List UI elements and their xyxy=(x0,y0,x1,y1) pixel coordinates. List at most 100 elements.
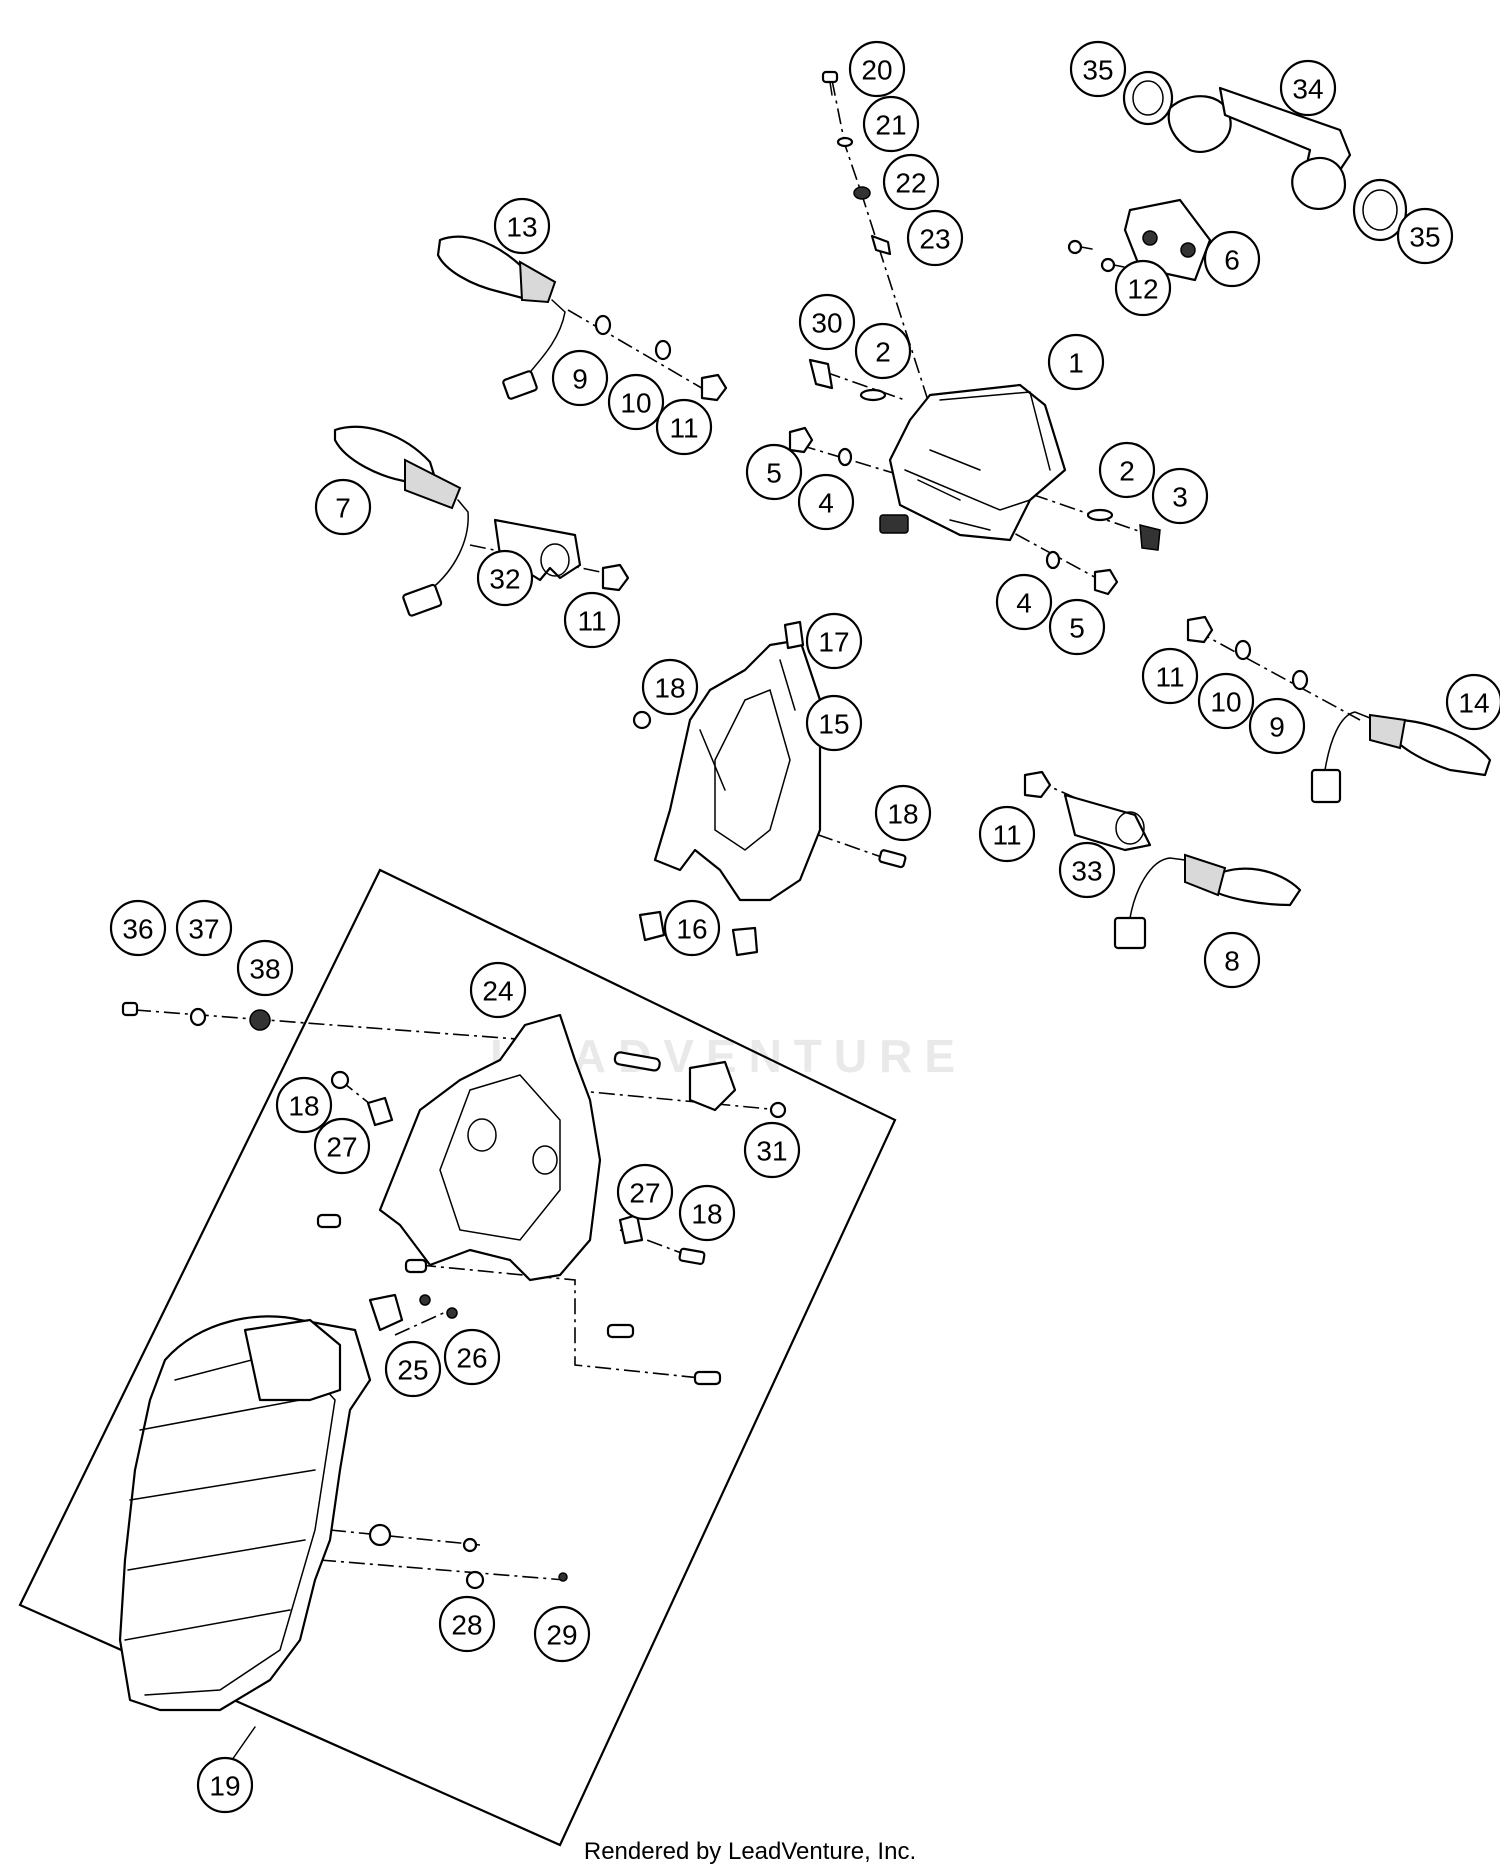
callout-circle xyxy=(854,322,912,380)
callout-circle xyxy=(1048,598,1106,656)
callout-circle xyxy=(469,961,527,1019)
callout-29: 29 xyxy=(533,1605,591,1663)
washer-4-right xyxy=(1045,550,1061,570)
callout-number: 18 xyxy=(654,673,685,704)
callout-circle xyxy=(1203,931,1261,989)
callout-circle xyxy=(563,591,621,649)
callout-number: 16 xyxy=(676,914,707,945)
grommet-38 xyxy=(249,1009,271,1031)
screw-18-upper xyxy=(330,1070,350,1090)
callout-circle xyxy=(384,1340,442,1398)
callout-36: 36 xyxy=(109,899,167,957)
screw-36 xyxy=(121,1001,139,1017)
callout-26: 26 xyxy=(443,1328,501,1386)
callout-circle xyxy=(862,95,920,153)
mount-6 xyxy=(1123,198,1212,282)
callout-number: 18 xyxy=(288,1091,319,1122)
washer-2-left xyxy=(859,388,887,402)
nut-5-right xyxy=(1093,568,1119,596)
callout-31: 31 xyxy=(743,1121,801,1179)
callout-number: 15 xyxy=(818,709,849,740)
callout-circle xyxy=(236,939,294,997)
connector-31 xyxy=(688,1060,787,1119)
callout-11: 11 xyxy=(978,805,1036,863)
callout-circle xyxy=(607,373,665,431)
pin-lower xyxy=(606,1323,635,1339)
callout-7: 7 xyxy=(314,478,372,536)
callout-number: 37 xyxy=(188,914,219,945)
callout-circle xyxy=(616,1163,674,1221)
callout-circle xyxy=(655,398,713,456)
screw-pin-bottom xyxy=(693,1370,722,1386)
callout-number: 29 xyxy=(546,1620,577,1651)
callout-circle xyxy=(1058,841,1116,899)
callout-circle xyxy=(313,1117,371,1175)
callout-circle xyxy=(641,658,699,716)
callout-6: 6 xyxy=(1203,230,1261,288)
callout-number: 10 xyxy=(1210,687,1241,718)
callout-5: 5 xyxy=(1048,598,1106,656)
callout-number: 20 xyxy=(861,55,892,86)
turn-signal-14 xyxy=(1310,711,1492,804)
callout-number: 35 xyxy=(1409,222,1440,253)
callout-18: 18 xyxy=(641,658,699,716)
headlight-19 xyxy=(118,1315,568,1712)
callout-circle xyxy=(1151,467,1209,525)
callout-number: 19 xyxy=(209,1771,240,1802)
callout-number: 5 xyxy=(1069,613,1085,644)
dashboard-1 xyxy=(879,383,1067,542)
washer-4-left xyxy=(837,447,853,467)
callout-number: 26 xyxy=(456,1343,487,1374)
callout-circle xyxy=(798,293,856,351)
cap-35-top xyxy=(1122,70,1174,126)
callout-18: 18 xyxy=(678,1184,736,1242)
callout-12: 12 xyxy=(1114,259,1172,317)
callout-circle xyxy=(805,612,863,670)
bushing-16-left xyxy=(638,910,666,942)
callout-37: 37 xyxy=(175,899,233,957)
callout-number: 22 xyxy=(895,168,926,199)
callout-number: 11 xyxy=(1155,662,1184,693)
callout-circle xyxy=(797,473,855,531)
callout-27: 27 xyxy=(313,1117,371,1175)
callout-18: 18 xyxy=(275,1076,333,1134)
callout-number: 30 xyxy=(811,308,842,339)
callout-number: 4 xyxy=(1016,588,1032,619)
callout-24: 24 xyxy=(469,961,527,1019)
screw-lower-mid xyxy=(404,1258,428,1274)
callout-10: 10 xyxy=(607,373,665,431)
screw-18-lower xyxy=(678,1247,706,1265)
callout-circle xyxy=(314,478,372,536)
callout-circle xyxy=(1203,230,1261,288)
callout-number: 10 xyxy=(620,388,651,419)
callout-circle xyxy=(476,549,534,607)
cap-35-right xyxy=(1352,178,1408,242)
callout-number: 23 xyxy=(919,224,950,255)
callout-27: 27 xyxy=(616,1163,674,1221)
bushing-16-right xyxy=(731,926,759,957)
callout-circle xyxy=(1445,673,1500,731)
callout-circle xyxy=(109,899,167,957)
callout-1: 1 xyxy=(1047,333,1105,391)
screw-18-right xyxy=(878,849,907,869)
callout-number: 11 xyxy=(577,606,606,637)
callout-number: 12 xyxy=(1127,274,1158,305)
callout-3: 3 xyxy=(1151,467,1209,525)
screw-26 xyxy=(419,1294,458,1319)
callout-number: 33 xyxy=(1071,856,1102,887)
callout-number: 25 xyxy=(397,1355,428,1386)
callout-22: 22 xyxy=(882,153,940,211)
callout-9: 9 xyxy=(1248,697,1306,755)
callout-35: 35 xyxy=(1069,40,1127,98)
grommet-17 xyxy=(783,620,805,650)
callout-circle xyxy=(1197,672,1255,730)
callout-circle xyxy=(533,1605,591,1663)
callout-circle xyxy=(848,40,906,98)
callout-number: 13 xyxy=(506,212,537,243)
clip-23 xyxy=(870,234,892,256)
screw-lower-left xyxy=(316,1213,342,1229)
callout-number: 11 xyxy=(992,820,1021,851)
callout-circle xyxy=(1114,259,1172,317)
callout-circle xyxy=(874,784,932,842)
